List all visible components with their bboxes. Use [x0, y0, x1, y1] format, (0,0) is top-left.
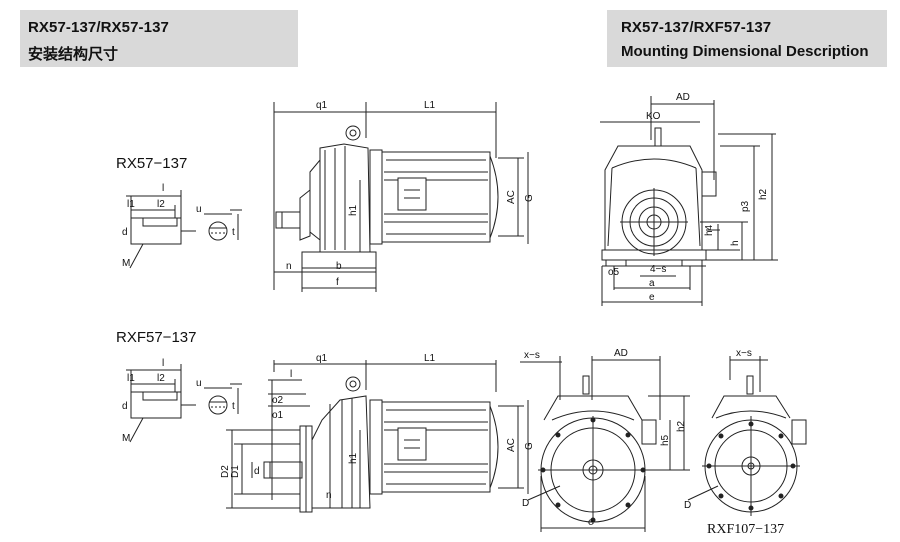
dim-o1: ο1 — [272, 410, 284, 421]
dim-a: a — [649, 278, 655, 289]
dim-f-top: f — [336, 277, 339, 288]
dim-b-top: b — [336, 261, 342, 272]
dim-q1-top: q1 — [316, 100, 328, 111]
dim-AD-top: AD — [676, 92, 690, 103]
dim-h5: h5 — [660, 434, 671, 446]
dim-AD-bottom: AD — [614, 348, 628, 359]
rxf107-front-view: x−s D — [684, 348, 807, 516]
dim-xs-right: x−s — [736, 348, 752, 359]
dim-h-top: h — [730, 240, 741, 246]
dim-L1-top: L1 — [424, 100, 436, 111]
shaft-detail-bottom: l l1 l2 d M u t — [122, 358, 242, 444]
dim-d-top: d — [122, 227, 128, 238]
dim-D1: D1 — [230, 465, 241, 478]
dim-h1-top: h1 — [348, 204, 359, 216]
header-left-model: RX57-137/RX57-137 — [28, 19, 169, 36]
header-right-model: RX57-137/RXF57-137 — [621, 19, 772, 36]
dim-L1-bottom: L1 — [424, 353, 436, 364]
dim-G-bottom: G — [524, 442, 535, 450]
dim-m-top: M — [122, 258, 130, 269]
model-label-rxf107: RXF107−137 — [707, 522, 784, 537]
dim-l2-top: l2 — [157, 199, 165, 210]
dim-n-bottom: n — [326, 490, 332, 501]
rxf-side-view: q1 L1 l ο2 ο1 D2 D1 d — [220, 353, 535, 513]
dim-o2: ο2 — [272, 395, 284, 406]
header-left-subtitle: 安装结构尺寸 — [28, 46, 119, 63]
dim-KO: KO — [646, 111, 661, 122]
dim-q1-bottom: q1 — [316, 353, 328, 364]
dim-h1-bottom: h1 — [348, 452, 359, 464]
dim-D-right: D — [684, 500, 691, 511]
dim-e-top: e — [649, 292, 655, 303]
dim-m-bottom: M — [122, 433, 130, 444]
dim-l-top: l — [162, 183, 164, 194]
dim-d-bottom: d — [122, 401, 128, 412]
dim-n-top: n — [286, 261, 292, 272]
dim-u-bottom: u — [196, 378, 202, 389]
dim-D-left: D — [522, 498, 529, 509]
rx-side-view: q1 L1 AC G — [273, 100, 535, 292]
header-right-panel: RX57-137/RXF57-137 Mounting Dimensional … — [607, 10, 887, 67]
dim-l2-bottom: l2 — [157, 373, 165, 384]
dim-h2-bottom: h2 — [676, 420, 687, 432]
dim-AC-bottom: AC — [506, 438, 517, 452]
dim-D2: D2 — [220, 465, 231, 478]
dim-o5: ο5 — [608, 267, 620, 278]
header-left-panel: RX57-137/RX57-137 安装结构尺寸 — [20, 10, 298, 67]
dim-h4: h4 — [704, 224, 715, 236]
dim-p3: p3 — [740, 200, 751, 212]
dim-G-top: G — [524, 194, 535, 202]
dim-AC-top: AC — [506, 190, 517, 204]
dim-u-top: u — [196, 204, 202, 215]
model-label-rx: RX57−137 — [116, 155, 187, 172]
dim-l1-top: l1 — [127, 199, 135, 210]
dim-l-side: l — [290, 369, 292, 380]
dim-t-bottom: t — [232, 401, 235, 412]
dim-d-side: d — [254, 466, 260, 477]
dim-e-bottom: e — [588, 517, 594, 528]
dim-l1-bottom: l1 — [127, 373, 135, 384]
rxf-front-view: x−s AD h5 h2 e D — [520, 348, 690, 532]
header-right-subtitle: Mounting Dimensional Description — [621, 43, 869, 60]
shaft-detail-top: l l1 l2 d M u t — [122, 183, 242, 269]
dim-4s: 4−s — [650, 264, 666, 275]
dim-xs-left: x−s — [524, 350, 540, 361]
dim-t-top: t — [232, 227, 235, 238]
dim-l-bottom: l — [162, 358, 164, 369]
model-label-rxf: RXF57−137 — [116, 329, 196, 346]
rx-front-view: AD KO h4 h p3 h2 — [600, 92, 778, 306]
dim-h2-top: h2 — [758, 188, 769, 200]
